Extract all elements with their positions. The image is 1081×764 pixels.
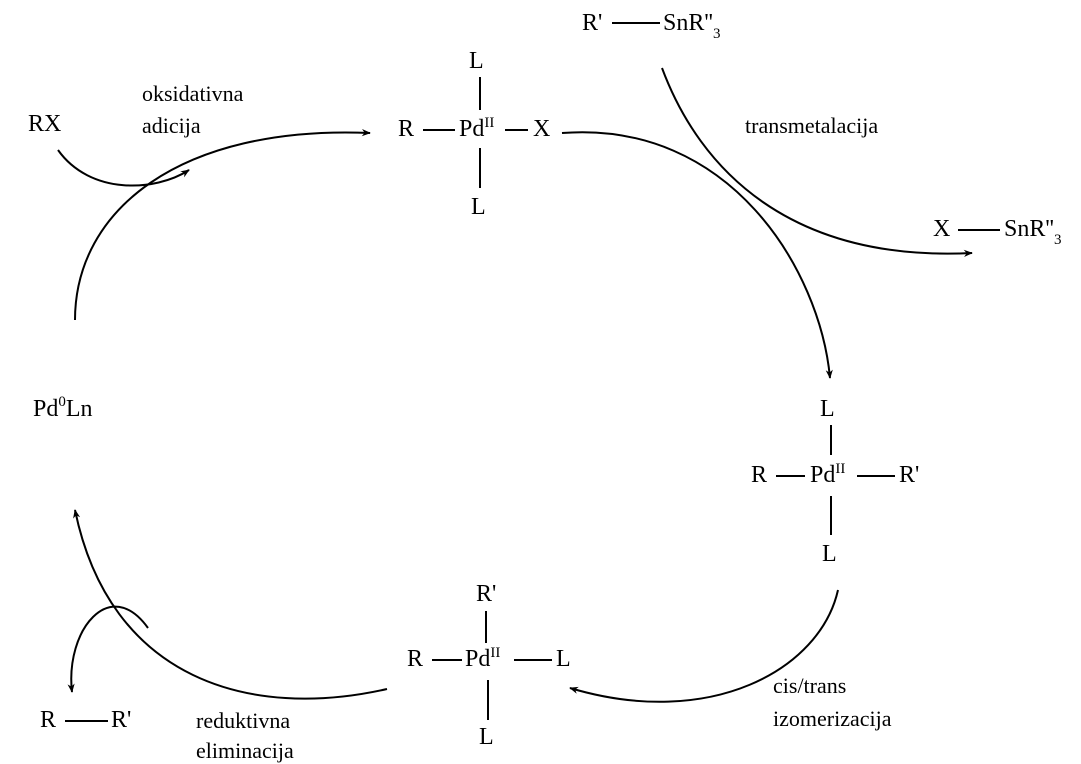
pd0-ligands: Ln (66, 396, 93, 422)
transmetalation-arc (561, 131, 833, 379)
product-r-prime: R' (111, 707, 131, 733)
stannane-sn-group: SnR''3 (663, 10, 721, 42)
c3-bottom-ligand: L (479, 724, 494, 750)
c1-top-ligand: L (469, 48, 484, 74)
complex-oxidative-addition: L R PdII X L (398, 48, 550, 220)
step-isomerization-line2: izomerizacija (773, 706, 892, 731)
stannane-sn: SnR'' (663, 10, 713, 36)
pd0-label: Pd0Ln (33, 394, 93, 422)
c2-top-ligand: L (820, 396, 835, 422)
c1-x: X (533, 116, 550, 142)
c1-bottom-ligand: L (471, 194, 486, 220)
c2-ox: II (835, 461, 845, 477)
stannane-reagent: R' SnR''3 (582, 10, 721, 42)
c2-metal: PdII (810, 461, 845, 488)
c2-r-prime: R' (899, 462, 919, 488)
stannane-sub: 3 (713, 26, 721, 42)
step-reductive-line1: reduktivna (196, 708, 290, 733)
c3-right-ligand: L (556, 646, 571, 672)
c3-metal: PdII (465, 645, 500, 672)
isomerization-arc (569, 589, 839, 703)
pd0-oxidation: 0 (58, 394, 66, 410)
complex-isomerized: R' R PdII L L (407, 581, 571, 750)
c3-top-r-prime: R' (476, 581, 496, 607)
c3-r: R (407, 646, 423, 672)
product-release-arc (67, 605, 149, 693)
byproduct-sub: 3 (1054, 232, 1062, 248)
c3-ox: II (490, 645, 500, 661)
stannane-r-prime: R' (582, 10, 602, 36)
step-oxidative-line2: adicija (142, 113, 201, 138)
c1-r: R (398, 116, 414, 142)
c2-pd: Pd (810, 462, 835, 488)
step-transmetalation: transmetalacija (745, 113, 878, 138)
complex-transmetalation: L R PdII R' L (751, 396, 919, 567)
step-reductive-line2: eliminacija (196, 738, 294, 763)
coupled-product: R R' (40, 707, 131, 733)
c3-pd: Pd (465, 646, 490, 672)
byproduct-sn-group: SnR''3 (1004, 216, 1062, 248)
byproduct-x: X (933, 216, 950, 242)
oxidative-addition-arc (74, 129, 371, 321)
step-oxidative-line1: oksidativna (142, 81, 244, 106)
byproduct-sn: SnR'' (1004, 216, 1054, 242)
c2-bottom-ligand: L (822, 541, 837, 567)
step-isomerization-line1: cis/trans (773, 673, 846, 698)
rx-label: RX (28, 111, 61, 137)
stannane-exchange-arc (661, 67, 973, 257)
c1-pd: Pd (459, 116, 484, 142)
c1-ox: II (484, 115, 494, 131)
c2-r: R (751, 462, 767, 488)
c1-metal: PdII (459, 115, 494, 142)
product-r: R (40, 707, 56, 733)
pd0-metal: Pd (33, 396, 58, 422)
stannane-byproduct: X SnR''3 (933, 216, 1062, 248)
reductive-elimination-arc (73, 509, 388, 700)
rx-entry-arc (57, 149, 190, 187)
